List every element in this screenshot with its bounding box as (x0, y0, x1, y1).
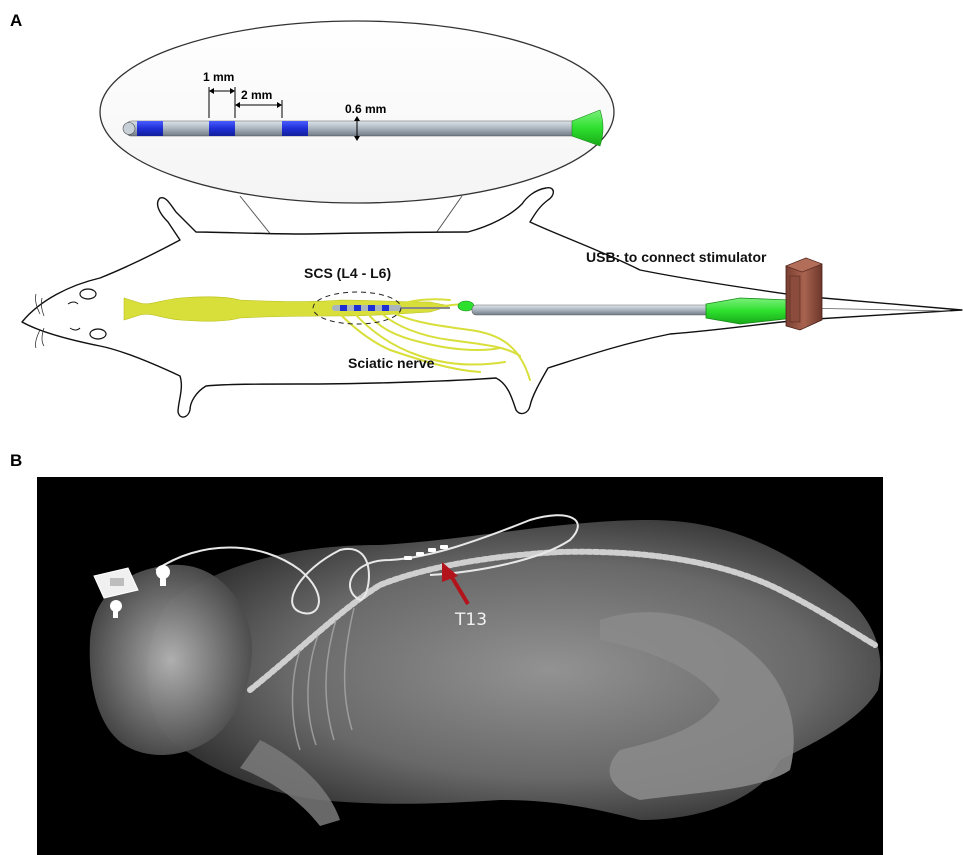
electrode-contact-3 (282, 121, 308, 136)
t13-label: T13 (454, 610, 487, 630)
panel-a: A 1 mm 2 mm (10, 11, 962, 417)
panel-a-label: A (10, 11, 22, 30)
usb-connector (786, 258, 822, 330)
usb-label: USB: to connect stimulator (586, 249, 767, 265)
external-lead (472, 305, 712, 315)
electrode-contact-2 (209, 121, 235, 136)
electrode-contact-1 (137, 121, 163, 136)
panel-b: B (10, 451, 883, 855)
dim-label-1mm: 1 mm (203, 70, 234, 84)
panel-b-label: B (10, 451, 22, 470)
dim-label-0-6mm: 0.6 mm (345, 102, 386, 116)
dim-label-2mm: 2 mm (241, 88, 272, 102)
sciatic-nerve-label: Sciatic nerve (348, 355, 435, 371)
scs-level-label: SCS (L4 - L6) (304, 265, 391, 281)
